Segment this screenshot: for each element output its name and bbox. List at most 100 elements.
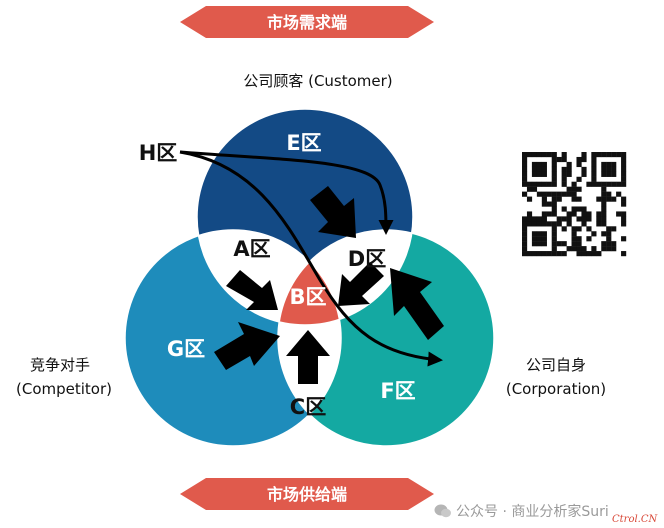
qr-module bbox=[611, 226, 617, 232]
watermark-text: 公众号 · 商业分析家Suri bbox=[456, 504, 609, 520]
qr-module bbox=[571, 191, 577, 197]
qr-module bbox=[556, 216, 562, 222]
qr-module bbox=[522, 176, 528, 182]
qr-module bbox=[606, 231, 612, 237]
qr-module bbox=[551, 161, 557, 168]
qr-module bbox=[576, 161, 582, 168]
qr-module bbox=[531, 152, 538, 158]
qr-module bbox=[601, 191, 607, 197]
qr-module bbox=[551, 226, 557, 232]
qr-module bbox=[596, 211, 602, 217]
qr-module bbox=[551, 166, 557, 173]
qr-module bbox=[531, 171, 538, 177]
qr-module bbox=[541, 181, 547, 187]
qr-module bbox=[596, 221, 602, 227]
qr-module bbox=[591, 171, 597, 177]
qr-module bbox=[522, 152, 528, 158]
thick-arrows bbox=[214, 186, 444, 384]
qr-module bbox=[611, 246, 617, 252]
qr-module bbox=[576, 241, 582, 247]
qr-module bbox=[621, 211, 627, 217]
qr-module bbox=[526, 181, 533, 187]
qr-module bbox=[536, 216, 543, 222]
zone-a-label: A区 bbox=[233, 237, 270, 261]
qr-module bbox=[526, 186, 533, 192]
qr-module bbox=[526, 211, 533, 217]
demand-side-banner: 市场需求端 bbox=[180, 6, 434, 38]
qr-module bbox=[522, 236, 528, 242]
qr-module bbox=[611, 152, 617, 158]
qr-module bbox=[591, 246, 597, 252]
watermark: 公众号 · 商业分析家Suri bbox=[434, 501, 609, 521]
qr-module bbox=[581, 221, 587, 227]
h-zone-arrows bbox=[179, 150, 443, 367]
qr-module bbox=[551, 206, 557, 212]
qr-module bbox=[541, 251, 547, 257]
qr-module bbox=[571, 226, 577, 232]
qr-module bbox=[546, 251, 552, 257]
qr-module bbox=[561, 191, 567, 197]
qr-module bbox=[522, 251, 528, 257]
competitor-circle-sublabel: (Competitor) bbox=[16, 380, 112, 398]
qr-module bbox=[561, 171, 567, 177]
qr-module bbox=[561, 156, 567, 163]
qr-module bbox=[536, 231, 543, 237]
qr-module bbox=[561, 226, 567, 232]
qr-module bbox=[586, 181, 592, 187]
qr-module bbox=[541, 191, 547, 197]
qr-module bbox=[522, 156, 528, 163]
zone-b-label: B区 bbox=[289, 285, 326, 309]
qr-module bbox=[586, 226, 592, 232]
qr-module bbox=[531, 216, 538, 222]
zone-e-label: E区 bbox=[286, 131, 321, 155]
qr-module bbox=[541, 196, 547, 202]
qr-module bbox=[586, 211, 592, 217]
qr-module bbox=[611, 171, 617, 177]
qr-module bbox=[591, 176, 597, 182]
qr-module bbox=[621, 221, 627, 227]
qr-module bbox=[621, 196, 627, 202]
qr-module bbox=[591, 156, 597, 163]
qr-module bbox=[601, 166, 607, 173]
qr-module bbox=[551, 171, 557, 177]
qr-module bbox=[531, 186, 538, 192]
qr-module bbox=[522, 191, 528, 197]
supply-side-banner: 市场供给端 bbox=[180, 478, 434, 510]
qr-module bbox=[522, 181, 528, 187]
qr-module bbox=[566, 221, 572, 227]
qr-module bbox=[531, 231, 538, 237]
site-watermark: Ctrol.CN bbox=[612, 514, 658, 525]
qr-module bbox=[541, 152, 547, 158]
qr-module bbox=[541, 211, 547, 217]
qr-module bbox=[621, 236, 627, 242]
qr-module bbox=[581, 206, 587, 212]
qr-module bbox=[571, 241, 577, 247]
competitor-circle-label: 竞争对手 bbox=[30, 356, 90, 374]
qr-module bbox=[601, 201, 607, 207]
qr-module bbox=[541, 221, 547, 227]
qr-module bbox=[551, 196, 557, 202]
zone-g-label: G区 bbox=[167, 337, 205, 361]
qr-module bbox=[536, 161, 543, 168]
qr-module bbox=[531, 161, 538, 168]
qr-module bbox=[566, 171, 572, 177]
qr-module bbox=[601, 152, 607, 158]
qr-module bbox=[601, 216, 607, 222]
zone-f-label: F区 bbox=[380, 379, 415, 403]
qr-module bbox=[621, 176, 627, 182]
qr-module bbox=[526, 196, 533, 202]
qr-module bbox=[611, 241, 617, 247]
qr-module bbox=[536, 251, 543, 257]
qr-module bbox=[551, 236, 557, 242]
qr-module bbox=[576, 196, 582, 202]
qr-module bbox=[621, 161, 627, 168]
qr-module bbox=[576, 186, 582, 192]
corporation-circle-label: 公司自身 bbox=[526, 356, 586, 374]
qr-module bbox=[526, 221, 533, 227]
qr-module bbox=[606, 166, 612, 173]
arrow-a-to-b bbox=[226, 270, 278, 310]
qr-module bbox=[576, 176, 582, 182]
qr-module bbox=[581, 166, 587, 173]
qr-module bbox=[546, 201, 552, 207]
qr-module bbox=[601, 196, 607, 202]
